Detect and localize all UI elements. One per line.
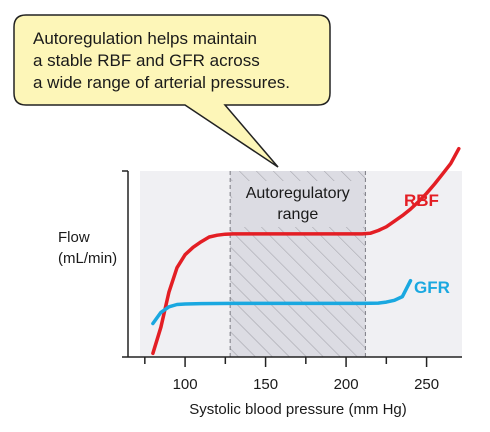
x-tick-label: 150 xyxy=(253,376,278,393)
tick-layer: 100 150 200 250 xyxy=(122,170,439,393)
series-label-rbf: RBF xyxy=(404,191,439,210)
callout-line: Autoregulation helps maintain xyxy=(33,29,257,48)
callout-line: a wide range of arterial pressures. xyxy=(33,73,290,92)
callout-line: a stable RBF and GFR across xyxy=(33,51,260,70)
series-line-rbf xyxy=(151,146,461,356)
callout-bubble xyxy=(13,14,331,168)
series-line-gfr xyxy=(151,278,413,326)
y-axis-label-line: Flow xyxy=(58,229,90,246)
series-layer xyxy=(151,146,461,356)
range-label-line: range xyxy=(277,206,318,223)
x-axis-label: Systolic blood pressure (mm Hg) xyxy=(189,401,407,418)
x-tick-label: 100 xyxy=(173,376,198,393)
range-label-background xyxy=(232,181,364,227)
x-tick-label: 250 xyxy=(414,376,439,393)
y-axis-label-line: (mL/min) xyxy=(58,250,117,267)
x-tick-label: 200 xyxy=(334,376,359,393)
series-label-gfr: GFR xyxy=(414,278,450,297)
range-label-line: Autoregulatory xyxy=(246,185,350,202)
